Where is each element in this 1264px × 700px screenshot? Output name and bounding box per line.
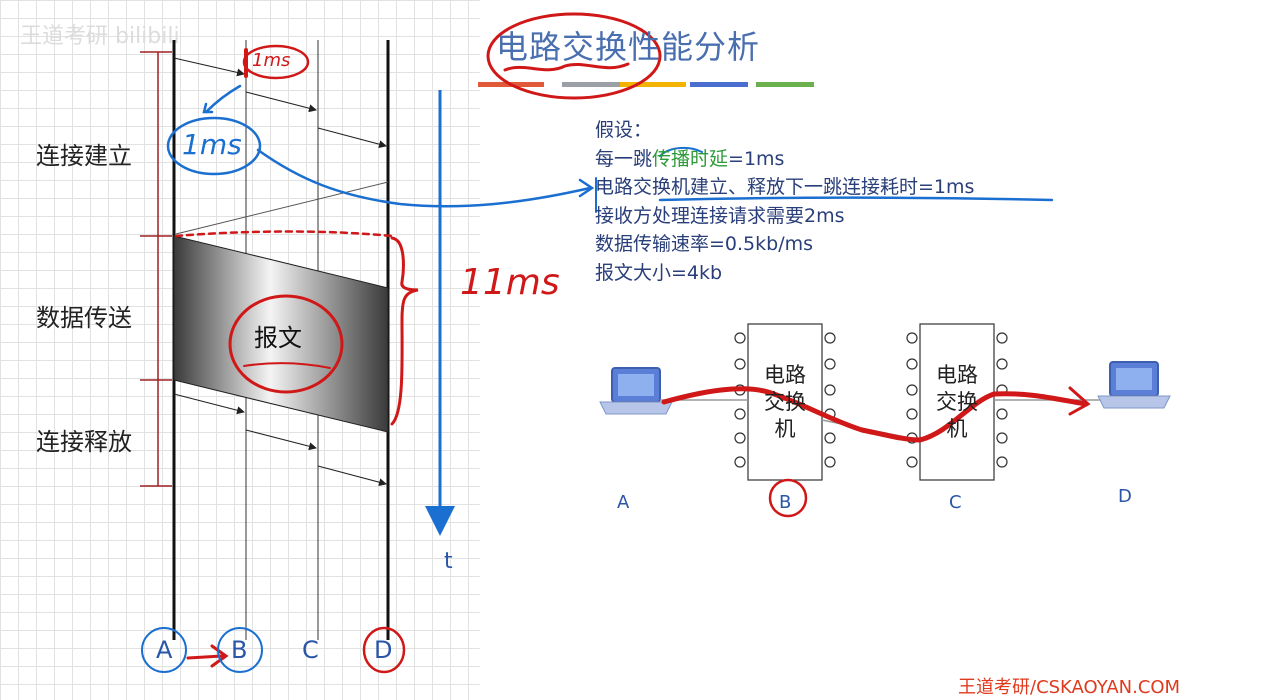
assumption-line-4: 数据传输速率=0.5kb/ms bbox=[595, 233, 814, 255]
annotation-top-ms: 1ms bbox=[252, 50, 291, 71]
network-node-c: C bbox=[949, 492, 962, 513]
assumption-heading: 假设： bbox=[595, 119, 653, 141]
laptop-icon bbox=[1097, 361, 1171, 409]
title-color-bar bbox=[478, 82, 814, 87]
release-arrows bbox=[173, 393, 387, 487]
phase-brackets bbox=[140, 51, 172, 487]
timeline-d-circle bbox=[362, 626, 406, 674]
annotation-total-ms: 11ms bbox=[460, 262, 560, 303]
assumption-line-5: 报文大小=4kb bbox=[595, 261, 723, 284]
assumptions-block: 假设： 每一跳传播时延=1ms 电路交换机建立、释放下一跳连接耗时=1ms 接收… bbox=[595, 116, 974, 287]
phase-label-transfer: 数据传送 bbox=[36, 304, 132, 332]
network-node-a: A bbox=[617, 492, 630, 513]
assumption-underline-2 bbox=[658, 196, 1054, 202]
footer-brand: 王道考研/CSKAOYAN.COM bbox=[958, 677, 1181, 698]
switch-c-label: 电路交换机 bbox=[936, 363, 978, 441]
title-underline-scribble bbox=[503, 62, 630, 72]
page-title: 电路交换性能分析 bbox=[496, 28, 761, 66]
phase-label-setup: 连接建立 bbox=[36, 142, 132, 170]
time-axis-label: t bbox=[444, 549, 453, 574]
network-node-d: D bbox=[1118, 486, 1132, 507]
assumption-line-2: 电路交换机建立、释放下一跳连接耗时=1ms bbox=[595, 176, 975, 198]
annotation-left-ms: 1ms bbox=[182, 128, 242, 161]
timeline-node-c: C bbox=[302, 636, 319, 664]
message-block bbox=[173, 235, 389, 433]
title-highlight-circle bbox=[486, 12, 662, 100]
red-annotations bbox=[174, 12, 1091, 674]
switch-b-chip bbox=[734, 323, 836, 481]
timeline-node-b: B bbox=[231, 636, 248, 664]
laptop-icon bbox=[599, 367, 673, 415]
a-to-b-arrow bbox=[186, 654, 224, 660]
switch-b-label: 电路交换机 bbox=[764, 363, 806, 441]
transfer-dashed bbox=[174, 230, 394, 238]
assumption-underline-1 bbox=[659, 146, 703, 157]
network-node-b: B bbox=[779, 492, 792, 513]
assumption-line-3: 接收方处理连接请求需要2ms bbox=[595, 204, 845, 227]
message-underline bbox=[243, 362, 331, 369]
assumption-link bbox=[256, 148, 592, 208]
pointer-arrow bbox=[204, 84, 242, 114]
transmission-path bbox=[661, 386, 1089, 443]
transfer-brace bbox=[390, 236, 419, 426]
assumption-line-1: 每一跳传播时延=1ms bbox=[595, 147, 785, 170]
timeline-node-d: D bbox=[374, 636, 393, 664]
left-ms-circle bbox=[166, 116, 262, 176]
node-b-circle bbox=[768, 478, 808, 518]
message-label: 报文 bbox=[254, 324, 302, 352]
setup-arrows bbox=[173, 57, 389, 235]
phase-label-release: 连接释放 bbox=[36, 428, 132, 456]
timeline-node-a: A bbox=[156, 636, 173, 664]
watermark: 王道考研 bilibili bbox=[20, 24, 180, 49]
blue-annotations bbox=[141, 84, 1054, 673]
timeline-b-circle bbox=[217, 627, 263, 673]
message-highlight-circle bbox=[228, 294, 344, 394]
timeline-a-circle bbox=[141, 627, 187, 673]
